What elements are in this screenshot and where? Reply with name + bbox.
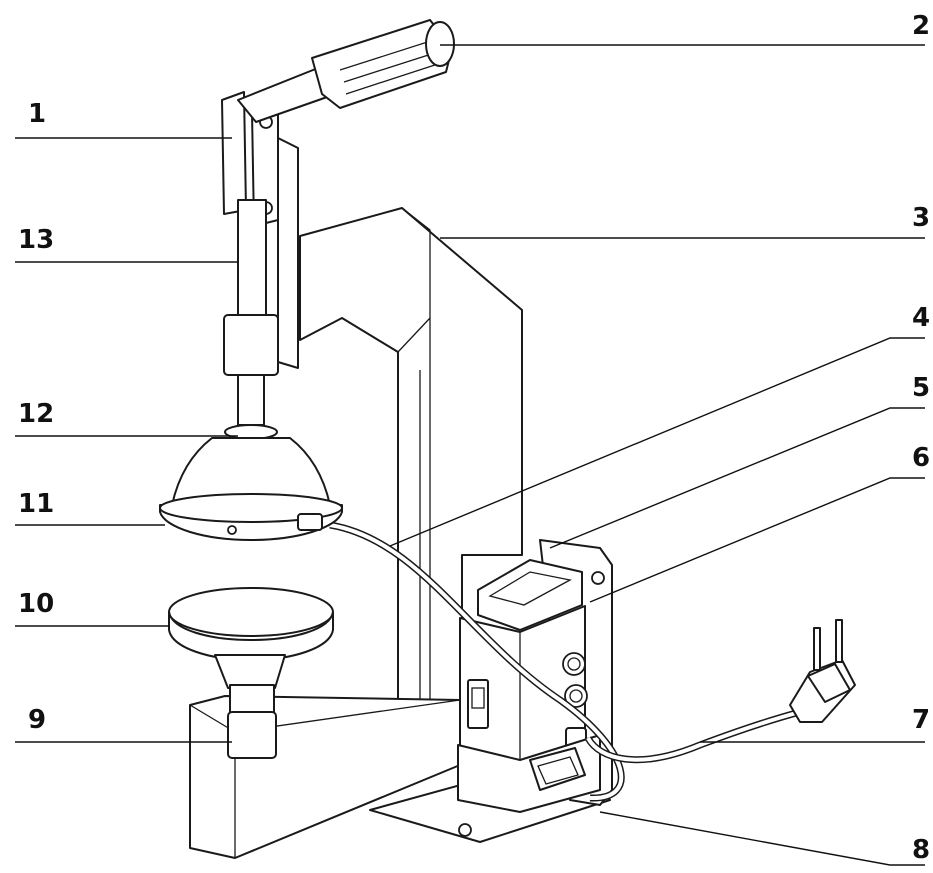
press-mechanism — [159, 19, 455, 759]
frame-inner-edge — [299, 207, 421, 705]
guide-plate — [277, 137, 299, 369]
control-unit — [457, 539, 613, 813]
lever-handle — [311, 19, 453, 109]
ram-rod — [237, 374, 265, 426]
control-box-lid — [488, 571, 572, 606]
linkage-rear — [221, 91, 247, 215]
leader-lines — [15, 44, 925, 866]
cables — [329, 521, 856, 802]
callout-8: 8 — [912, 835, 930, 865]
callout-12: 12 — [18, 399, 54, 429]
callout-1: 1 — [28, 99, 46, 129]
knob-upper — [562, 652, 586, 676]
plate-bolt — [591, 571, 605, 585]
foot-bolt-1 — [458, 823, 472, 837]
callout-11: 11 — [18, 489, 54, 519]
plug-pin-2 — [835, 619, 843, 663]
callout-13: 13 — [18, 225, 54, 255]
knob-lower — [564, 684, 588, 708]
frame-edge — [341, 207, 431, 700]
callout-10: 10 — [18, 589, 54, 619]
plug-pin-1 — [813, 627, 821, 671]
dome-top-ring — [224, 424, 278, 440]
platen-post — [229, 684, 275, 716]
leader-6 — [589, 477, 925, 603]
callout-6: 6 — [912, 443, 930, 473]
power-switch-rocker — [471, 687, 485, 709]
ram-column — [237, 199, 267, 319]
callout-labels: 1 2 3 4 5 6 7 8 9 10 11 12 13 — [18, 11, 930, 865]
handle-cap — [425, 21, 455, 67]
platen-base — [227, 711, 277, 759]
platen-stem — [214, 654, 286, 689]
callout-2: 2 — [912, 11, 930, 41]
leader-4 — [389, 337, 925, 547]
callout-7: 7 — [912, 705, 930, 735]
power-cable — [584, 708, 801, 764]
callout-3: 3 — [912, 203, 930, 233]
platen-top — [168, 587, 334, 637]
leader-8 — [599, 811, 925, 866]
dome-connector — [297, 513, 323, 531]
dome-rim-top — [159, 493, 343, 523]
callout-4: 4 — [912, 303, 930, 333]
leader-5 — [549, 407, 925, 549]
power-switch — [467, 679, 489, 729]
callout-5: 5 — [912, 373, 930, 403]
callout-9: 9 — [28, 705, 46, 735]
platen-rim — [168, 611, 334, 661]
sensor-cable-fill — [329, 523, 624, 801]
ram-collar — [223, 314, 279, 376]
